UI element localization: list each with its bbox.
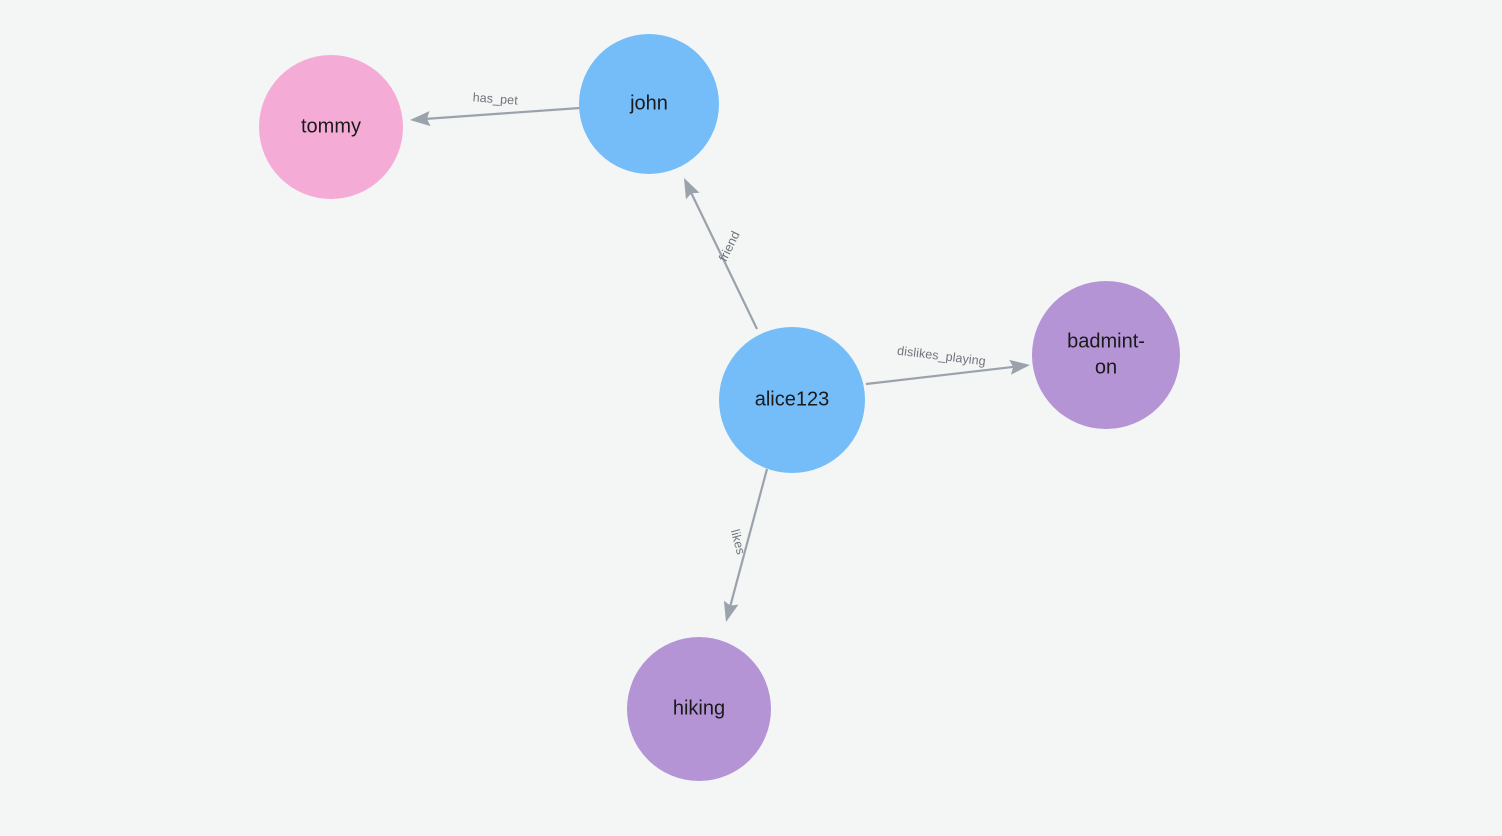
node-circle[interactable] [259,55,403,199]
graph-node-hiking[interactable]: hiking [627,637,771,781]
graph-edge[interactable]: likes [723,468,769,622]
graph-edge[interactable]: has_pet [410,90,581,127]
edge-line [689,191,758,330]
edge-arrowhead-icon [1009,359,1030,375]
node-circle[interactable] [579,34,719,174]
graph-node-john[interactable]: john [579,34,719,174]
edge-arrowhead-icon [410,111,431,127]
node-circle[interactable] [1032,281,1180,429]
graph-edge[interactable]: friend [684,178,758,330]
graph-node-badminton[interactable]: badmint-on [1032,281,1180,429]
edge-label: likes [728,528,748,556]
edge-arrowhead-icon [684,178,700,200]
edge-line [865,365,1015,386]
graph-node-tommy[interactable]: tommy [259,55,403,199]
edge-line [729,468,769,607]
node-circle[interactable] [627,637,771,781]
node-circle[interactable] [719,327,865,473]
edge-arrowhead-icon [723,600,739,622]
edge-label: dislikes_playing [896,344,986,369]
edge-label: friend [716,229,743,264]
edge-line [425,106,581,120]
nodes-layer: tommy john alice123 badmint-on hiking [259,34,1180,781]
graph-edge[interactable]: dislikes_playing [865,344,1030,386]
edge-label: has_pet [472,90,518,107]
graph-node-alice123[interactable]: alice123 [719,327,865,473]
